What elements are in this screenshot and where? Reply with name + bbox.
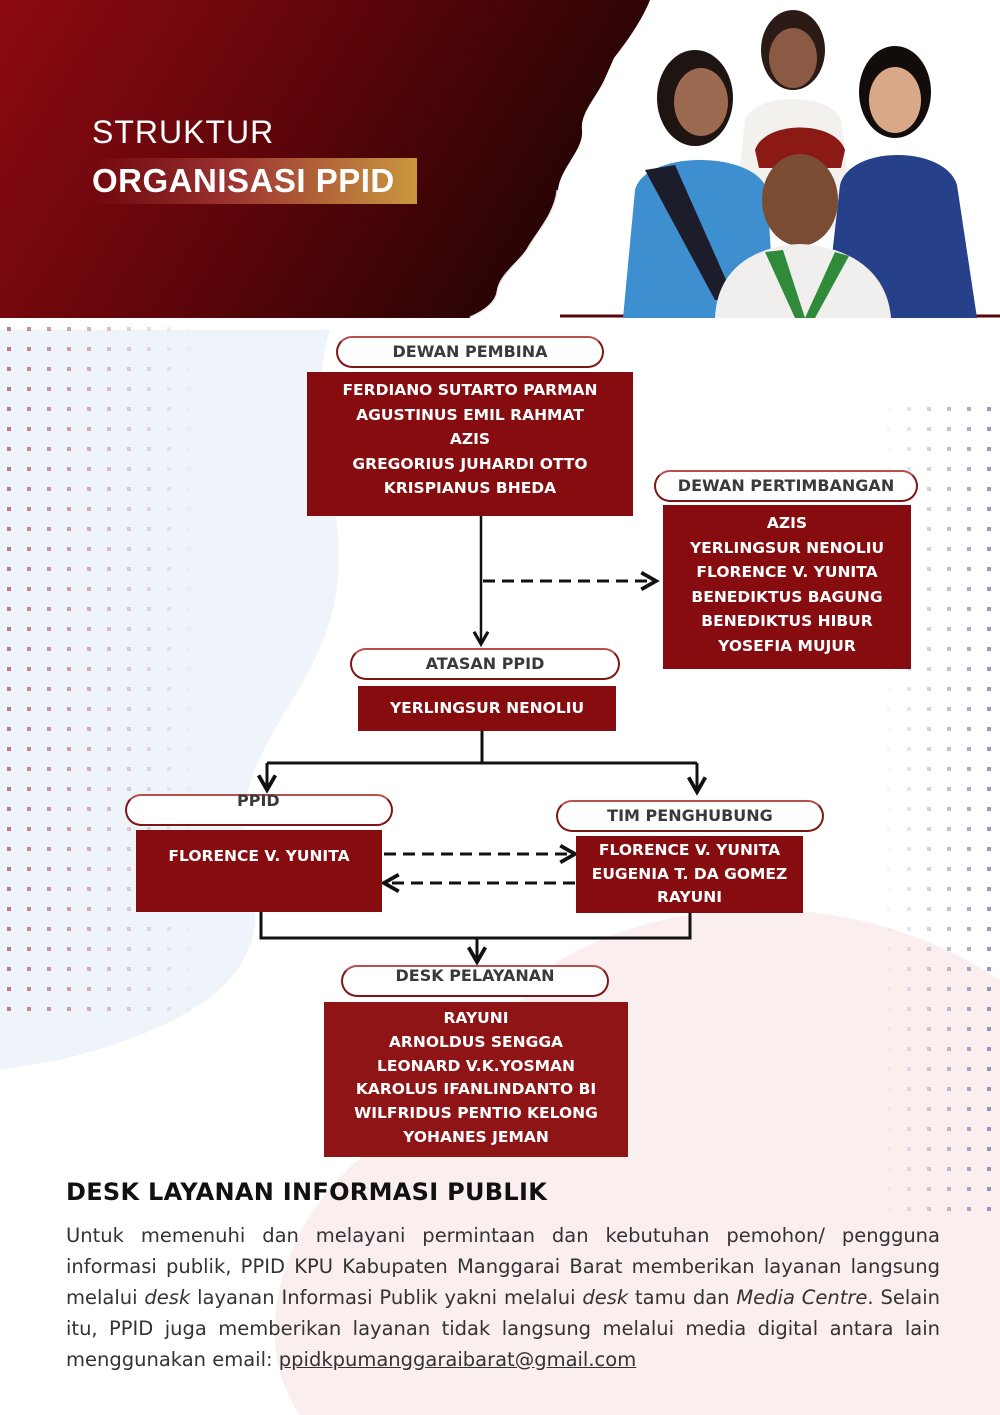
page-title: STRUKTUR ORGANISASI PPID (92, 112, 417, 204)
title-line-organisasi: ORGANISASI PPID (92, 158, 417, 204)
node-box-tim-penghubung: FLORENCE V. YUNITA EUGENIA T. DA GOMEZ RAY… (576, 836, 803, 913)
desk-info-text-1: Untuk memenuhi dan melayani permintaan d… (66, 1224, 940, 1309)
person-scarf (645, 165, 735, 300)
member-name: KAROLUS IFANLINDANTO BI (355, 1080, 597, 1099)
member-name: ARNOLDUS SENGGA (388, 1032, 564, 1051)
member-name: AZIS (766, 514, 808, 532)
desk-info-em-desk-2: desk (582, 1286, 629, 1309)
node-box-atasan-ppid: YERLINGSUR NENOLIU (358, 686, 616, 731)
member-name: FERDIANO SUTARTO PARMAN (342, 381, 598, 399)
member-name: LEONARD V.K.YOSMAN (377, 1056, 575, 1075)
member-name: RAYUNI (443, 1009, 509, 1027)
member-name: YOSEFIA MUJUR (718, 636, 856, 655)
email-link[interactable]: ppidkpumanggaraibarat@gmail.com (278, 1348, 637, 1371)
person-body (715, 244, 891, 318)
member-name: BENEDIKTUS BAGUNG (691, 587, 883, 606)
member-name: BENEDIKTUS HIBUR (701, 612, 873, 630)
member-name: FLORENCE V. YUNITA (598, 841, 781, 859)
node-label-desk-pelayanan: DESK PELAYANAN (341, 965, 609, 997)
desk-info-em-desk-1: desk (144, 1286, 191, 1309)
person-face (674, 68, 728, 136)
desk-info-text-2: layanan Informasi Publik yakni melalui (190, 1286, 583, 1309)
member-name: AZIS (449, 430, 491, 448)
node-label-dewan-pertimbangan: DEWAN PERTIMBANGAN (654, 470, 918, 502)
member-name: YERLINGSUR NENOLIU (389, 699, 585, 717)
node-label-ppid: PPID (125, 793, 393, 826)
member-name: AGUSTINUS EMIL RAHMAT (356, 405, 584, 424)
member-name: YERLINGSUR NENOLIU (689, 538, 885, 557)
node-label-atasan-ppid: ATASAN PPID (350, 648, 620, 680)
node-box-dewan-pertimbangan: AZIS YERLINGSUR NENOLIU FLORENCE V. YUNITA… (663, 505, 911, 669)
title-line-struktur: STRUKTUR (92, 114, 275, 150)
member-name: EUGENIA T. DA GOMEZ (591, 864, 788, 883)
person-face (869, 67, 921, 133)
node-label-dewan-pembina: DEWAN PEMBINA (336, 336, 604, 368)
person-face (769, 28, 817, 88)
person-sash (765, 250, 849, 318)
node-box-dewan-pembina: FERDIANO SUTARTO PARMAN AGUSTINUS EMIL RA… (307, 372, 633, 516)
member-name: FLORENCE V. YUNITA (168, 847, 350, 865)
team-photo (623, 10, 977, 318)
desk-info-text-4: . Selain itu, PPID juga memberikan layan… (66, 1286, 940, 1371)
member-name: FLORENCE V. YUNITA (696, 563, 878, 581)
desk-info-heading: DESK LAYANAN INFORMASI PUBLIK (66, 1178, 548, 1206)
member-name: KRISPIANUS BHEDA (383, 479, 557, 497)
desk-info-text-3: tamu dan (628, 1286, 737, 1309)
member-name: YOHANES JEMAN (403, 1127, 549, 1146)
member-name: WILFRIDUS PENTIO KELONG (354, 1104, 598, 1123)
node-box-ppid: FLORENCE V. YUNITA (136, 830, 382, 912)
member-name: RAYUNI (657, 888, 722, 906)
person-face (762, 154, 838, 246)
desk-info-paragraph: Untuk memenuhi dan melayani permintaan d… (66, 1220, 940, 1375)
desk-info-em-media-centre: Media Centre (736, 1286, 868, 1309)
member-name: GREGORIUS JUHARDI OTTO (352, 454, 588, 473)
node-box-desk-pelayanan: RAYUNI ARNOLDUS SENGGA LEONARD V.K.YOSMAN K… (324, 1002, 628, 1157)
connector-merge-to-desk (259, 911, 692, 940)
person-hat (755, 127, 845, 168)
node-label-tim-penghubung: TIM PENGHUBUNG (556, 800, 824, 832)
